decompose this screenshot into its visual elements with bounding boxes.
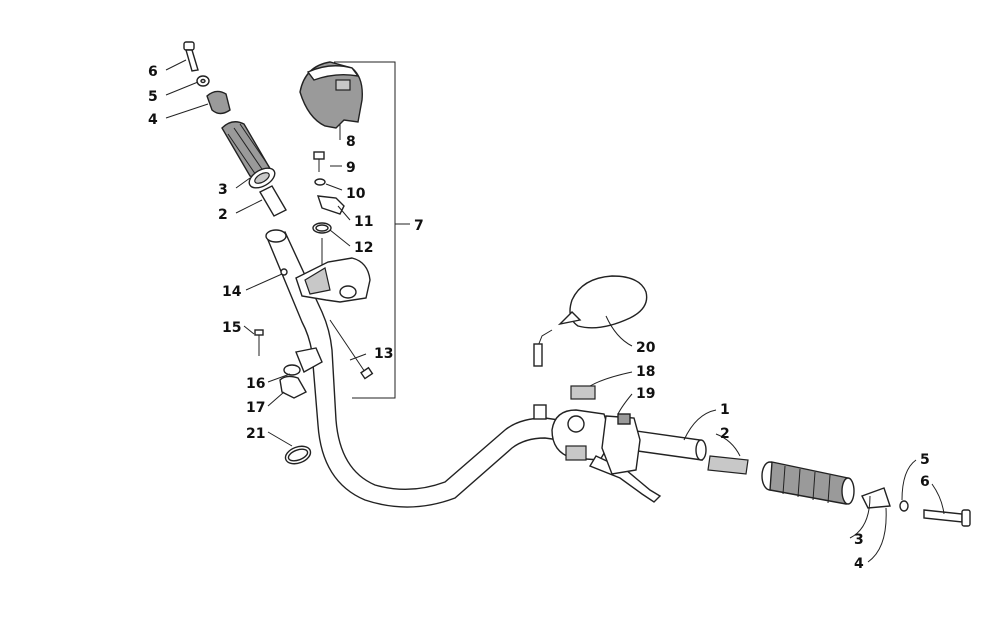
mirror-assembly — [533, 275, 648, 367]
left-bar-end-weight — [206, 90, 231, 115]
callouts: 6 5 4 3 2 8 9 10 11 12 7 14 15 13 16 17 … — [148, 64, 930, 572]
callout-3-right: 3 — [854, 532, 864, 548]
callout-21: 21 — [246, 426, 265, 442]
callout-12: 12 — [354, 240, 373, 256]
switch-housing — [601, 415, 641, 475]
leader-lines — [165, 59, 945, 563]
callout-2-right: 2 — [720, 426, 730, 442]
mirror-stem — [533, 343, 543, 367]
group-7-bracket — [334, 61, 396, 399]
left-grip-sleeve — [259, 185, 287, 217]
callout-5-right: 5 — [920, 452, 930, 468]
callout-7: 7 — [414, 218, 424, 234]
left-grip-assembly — [183, 41, 287, 217]
callout-19: 19 — [636, 386, 655, 402]
brake-lever — [588, 455, 662, 503]
lever-mount — [279, 375, 307, 399]
mirror-mount-block — [533, 404, 547, 420]
right-bar-end-weight — [861, 487, 891, 509]
housing-clamp — [316, 195, 345, 215]
lever-bracket — [295, 347, 323, 373]
callout-16: 16 — [246, 376, 265, 392]
decal-label — [570, 385, 596, 400]
callout-11: 11 — [354, 214, 373, 230]
callout-15: 15 — [222, 320, 241, 336]
mirror-head — [569, 275, 648, 329]
left-control-housing — [254, 61, 374, 465]
left-end-bolt-shank — [185, 49, 199, 72]
callout-6-right: 6 — [920, 474, 930, 490]
callout-10: 10 — [346, 186, 366, 202]
callout-9: 9 — [346, 160, 356, 176]
callout-13: 13 — [374, 346, 393, 362]
callout-4-left: 4 — [148, 112, 158, 128]
callout-14: 14 — [222, 284, 242, 300]
right-grip — [769, 461, 849, 505]
callout-20: 20 — [636, 340, 656, 356]
right-grip-sleeve — [707, 455, 749, 475]
callout-8: 8 — [346, 134, 356, 150]
callout-1: 1 — [720, 402, 730, 418]
callout-2-left: 2 — [218, 207, 228, 223]
left-end-bolt-head — [183, 41, 195, 51]
callout-5-left: 5 — [148, 89, 158, 105]
callout-4-right: 4 — [854, 556, 864, 572]
right-end-bolt-shank — [923, 509, 963, 523]
right-end-bolt-head — [961, 509, 971, 527]
right-grip-assembly — [707, 455, 971, 527]
callout-18: 18 — [636, 364, 655, 380]
callout-17: 17 — [246, 400, 265, 416]
right-control-assembly — [533, 385, 662, 503]
callout-3-left: 3 — [218, 182, 228, 198]
callout-6-left: 6 — [148, 64, 158, 80]
